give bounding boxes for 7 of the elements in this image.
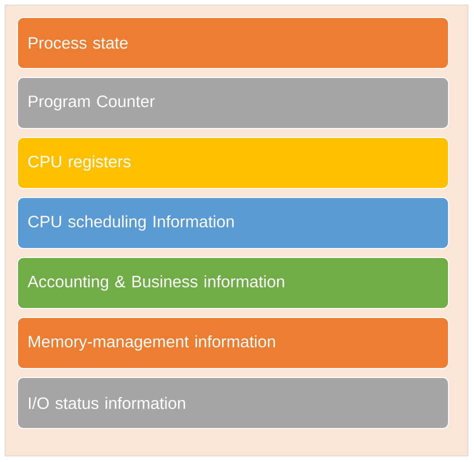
list-box: CPU scheduling Information bbox=[17, 197, 449, 249]
list-box: Program Counter bbox=[17, 77, 449, 129]
list-box: CPU registers bbox=[17, 137, 449, 189]
list-box: I/O status information bbox=[17, 377, 449, 429]
list-box: Accounting & Business information bbox=[17, 257, 449, 309]
list-box: Process state bbox=[17, 17, 449, 69]
list-box: Memory-management information bbox=[17, 317, 449, 369]
